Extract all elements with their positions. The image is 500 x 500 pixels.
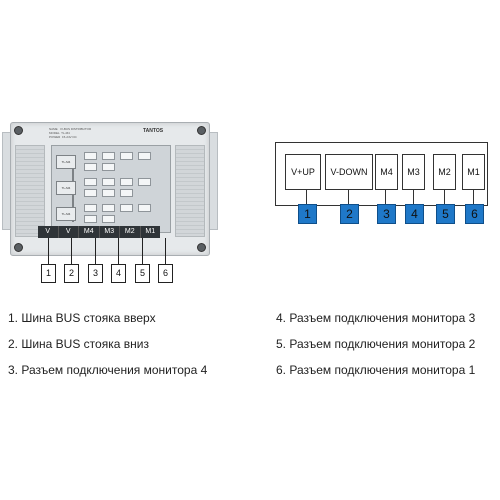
device-terminal: M1	[145, 228, 156, 235]
callout-number: 6	[158, 264, 173, 283]
legend-item: 6. Разъем подключения монитора 1	[276, 363, 476, 377]
screw-icon	[14, 243, 23, 252]
slot	[102, 204, 115, 212]
schematic-leader	[413, 189, 414, 205]
schematic-number: 5	[436, 204, 455, 224]
leader-line	[142, 238, 143, 264]
leader-line	[165, 238, 166, 264]
schematic-terminal: V-DOWN	[325, 154, 373, 190]
slot	[120, 204, 133, 212]
left-vent	[15, 145, 45, 237]
terminal-strip: V V M4 M3 M2 M1	[38, 226, 160, 238]
relay-chip: TL-M4	[56, 155, 76, 169]
slot	[84, 189, 97, 197]
leader-line	[118, 238, 119, 264]
slot	[84, 152, 97, 160]
device-terminal: V	[59, 226, 79, 238]
screw-icon	[197, 126, 206, 135]
pcb-row: TL-M4	[56, 204, 166, 224]
terminal-schematic: V+UP V-DOWN M4 M3 M2 M1 1 2 3 4 5 6	[275, 142, 490, 230]
schematic-number: 6	[465, 204, 484, 224]
right-vent	[175, 145, 205, 237]
schematic-number: 3	[377, 204, 396, 224]
pcb-row: TL-M4	[56, 178, 166, 198]
schematic-leader	[473, 189, 474, 205]
relay-chip: TL-M4	[56, 207, 76, 221]
slot	[102, 189, 115, 197]
device-terminal: M3	[100, 226, 120, 238]
callout-number: 5	[135, 264, 150, 283]
schematic-number: 1	[298, 204, 317, 224]
callout-number: 4	[111, 264, 126, 283]
slot	[84, 178, 97, 186]
schematic-terminal: M3	[402, 154, 425, 190]
slot	[138, 178, 151, 186]
schematic-terminal: V+UP	[285, 154, 321, 190]
relay-chip: TL-M4	[56, 181, 76, 195]
schematic-terminal: M2	[433, 154, 456, 190]
legend-item: 1. Шина BUS стояка вверх	[8, 311, 156, 325]
slot	[102, 215, 115, 223]
schematic-leader	[444, 189, 445, 205]
leader-line	[48, 238, 49, 264]
callout-number: 1	[41, 264, 56, 283]
slot	[102, 163, 115, 171]
schematic-leader	[348, 189, 349, 205]
schematic-number: 4	[405, 204, 424, 224]
device-brand: TANTOS	[143, 128, 164, 134]
schematic-terminal: M1	[462, 154, 485, 190]
pcb-row: TL-M4	[56, 152, 166, 172]
slot	[84, 163, 97, 171]
slot	[138, 204, 151, 212]
screw-icon	[14, 126, 23, 135]
leader-line	[71, 238, 72, 264]
device-terminal: M4	[79, 226, 100, 238]
slot	[120, 152, 133, 160]
schematic-number: 2	[340, 204, 359, 224]
circuit-panel: TL-M4 TL-M4 TL-M4	[51, 145, 171, 233]
slot	[138, 152, 151, 160]
device-terminal: V	[38, 226, 59, 238]
slot	[120, 189, 133, 197]
slot	[84, 204, 97, 212]
screw-icon	[197, 243, 206, 252]
device-photo: NAME IV-BUS DISTRIBUTOR MODEL TL-M4 POWE…	[0, 0, 220, 290]
legend-item: 5. Разъем подключения монитора 2	[276, 337, 476, 351]
slot	[102, 178, 115, 186]
callout-number: 2	[64, 264, 79, 283]
legend-item: 2. Шина BUS стояка вниз	[8, 337, 149, 351]
callout-number: 3	[88, 264, 103, 283]
slot	[120, 178, 133, 186]
legend-item: 4. Разъем подключения монитора 3	[276, 311, 476, 325]
leader-line	[95, 238, 96, 264]
schematic-leader	[306, 189, 307, 205]
schematic-leader	[385, 189, 386, 205]
slot	[102, 152, 115, 160]
device-terminal: M2	[120, 226, 141, 238]
schematic-terminal: M4	[375, 154, 398, 190]
slot	[84, 215, 97, 223]
device-label-text: NAME IV-BUS DISTRIBUTOR MODEL TL-M4 POWE…	[49, 127, 92, 139]
legend-item: 3. Разъем подключения монитора 4	[8, 363, 208, 377]
